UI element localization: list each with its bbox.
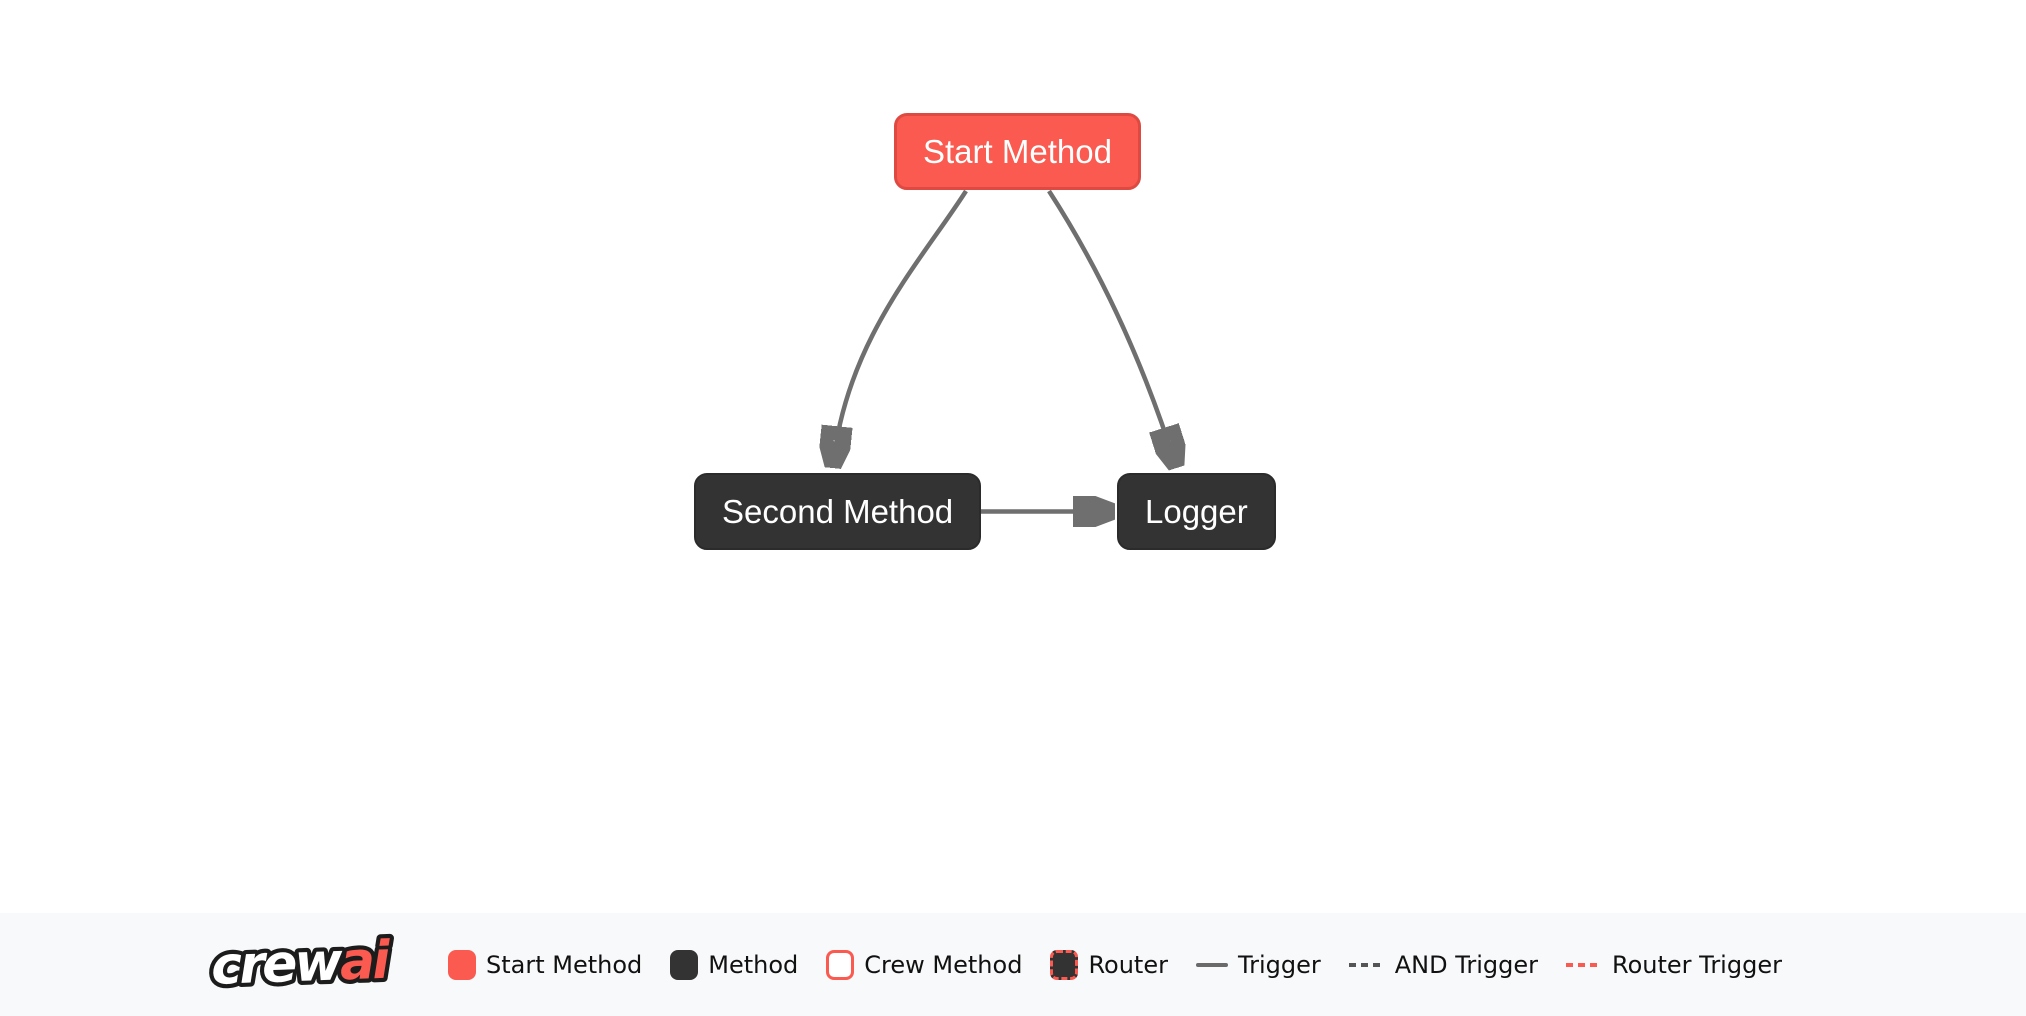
router-trigger-dashed-line-icon [1566, 962, 1603, 967]
legend-label-router: Router [1088, 950, 1168, 979]
legend-label-router-trigger: Router Trigger [1612, 950, 1782, 979]
node-second-method[interactable]: Second Method [694, 473, 982, 550]
legend-label-start-method: Start Method [486, 950, 643, 979]
legend-item-method: Method [670, 949, 799, 980]
legend-item-crew-method: Crew Method [826, 949, 1023, 980]
node-start-method[interactable]: Start Method [894, 113, 1141, 190]
legend-item-trigger: Trigger [1195, 950, 1321, 979]
node-logger[interactable]: Logger [1117, 473, 1276, 550]
edge-start-to-second [833, 189, 968, 466]
crewai-logo-text: crewai [210, 932, 392, 997]
crew-method-swatch-icon [826, 949, 855, 980]
legend-item-and-trigger: AND Trigger [1348, 950, 1539, 979]
flow-canvas[interactable]: Start Method Second Method Logger [0, 0, 2026, 913]
legend-label-crew-method: Crew Method [864, 950, 1023, 979]
router-swatch-icon [1050, 949, 1079, 980]
legend-item-router: Router [1050, 949, 1168, 980]
start-method-swatch-icon [448, 949, 476, 980]
edge-start-to-logger [1047, 189, 1176, 466]
legend-label-method: Method [708, 950, 799, 979]
legend-label-trigger: Trigger [1237, 950, 1321, 979]
legend-label-and-trigger: AND Trigger [1394, 950, 1539, 979]
legend-item-router-trigger: Router Trigger [1566, 951, 1782, 979]
edges-layer [0, 189, 2026, 913]
crewai-logo: crewai [206, 932, 396, 998]
legend-item-start-method: Start Method [448, 949, 643, 980]
and-trigger-dashed-line-icon [1348, 962, 1385, 967]
legend-bar: crewai Start Method Method Crew Method R… [0, 913, 2026, 1016]
trigger-line-icon [1195, 962, 1228, 967]
method-swatch-icon [670, 949, 699, 980]
